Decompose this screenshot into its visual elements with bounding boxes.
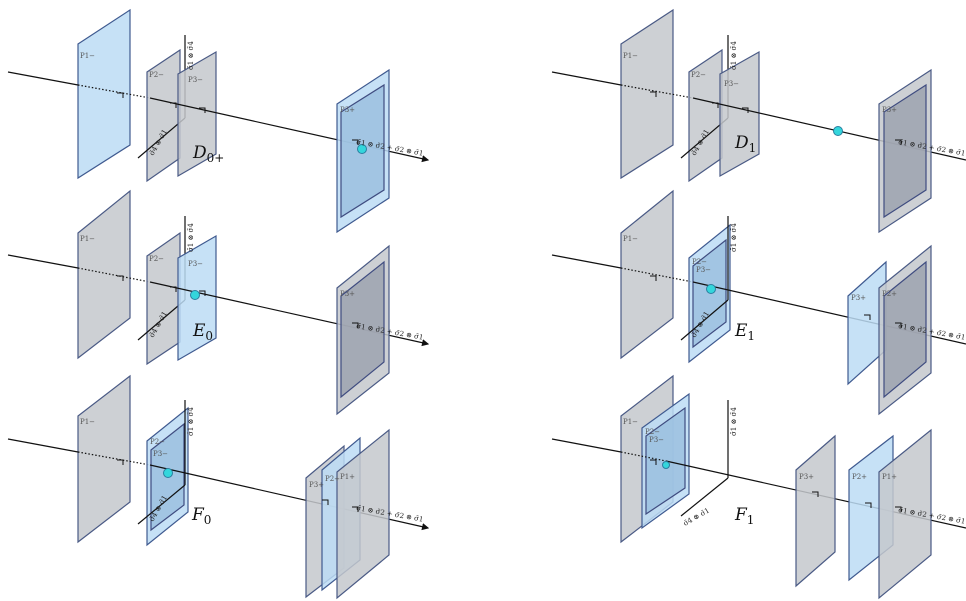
label-p3-minus: P3− [153,450,168,458]
panel-d0: P1− P2− P3− P3+ σ̄4 ⊗ σ̄1 σ̄1 ⊗ σ̄4 σ̄1 … [7,8,430,234]
label-p2-plus: P2+ [852,473,867,481]
label-p1-minus: P1− [80,418,95,426]
particle-dot [190,290,200,300]
panel-d1: P1− P2− P3− P3+ σ̄4 ⊗ σ̄1 σ̄1 ⊗ σ̄4 σ̄1 … [551,8,966,234]
panel-f0: P1− P2− P3− P3+ P2+ P1+ σ̄4 ⊗ σ̄1 σ̄1 ⊗ … [7,374,430,600]
particle-dot [357,144,367,154]
plane-p1-plus [336,428,390,600]
label-p1-minus: P1− [80,235,95,243]
particle-dot [662,461,670,469]
label-p1-plus: P1+ [340,473,355,481]
label-p2-minus: P2− [149,255,164,263]
label-p1-minus: P1− [623,235,638,243]
axis-label-g1g4: σ̄1 ⊗ σ̄4 [730,41,738,70]
label-p3-plus: P3+ [309,481,324,489]
plane-p1-minus [77,189,131,360]
plane-p2-minus [146,48,181,183]
axis-label-g1g4: σ̄1 ⊗ σ̄4 [187,223,195,252]
label-p3-minus: P3− [188,260,203,268]
plane-p1-minus [620,189,674,360]
particle-dot [706,284,716,294]
plane-p2-plus-inner [883,260,927,399]
panel-label-d1: D1 [734,133,756,155]
plane-p3-plus [795,434,836,588]
plane-p3-minus [177,50,217,178]
axis-label-g1g4: σ̄1 ⊗ σ̄4 [730,407,738,436]
axis-label-g1g4: σ̄1 ⊗ σ̄4 [187,41,195,70]
panel-label-d0: D0+ [192,143,224,165]
particle-dot [833,126,843,136]
panel-label-e0: E0 [192,321,213,343]
plane-p1-minus [77,8,131,180]
plane-p1-plus [878,428,932,600]
axis-label-g4g1: σ̄4 ⊗ σ̄1 [682,506,711,527]
panel-label-f1: F1 [734,505,754,527]
label-p2-minus: P2− [692,258,707,266]
panel-label-f0: F0 [191,505,211,527]
axis-label-g1g4: σ̄1 ⊗ σ̄4 [730,223,738,252]
label-p3-plus: P3+ [882,106,897,114]
plane-p1-minus [620,8,674,180]
label-p3-minus: P3− [649,436,664,444]
label-p2-minus: P2− [149,71,164,79]
panel-f1: P1− P2− P3− P3+ P2+ P1+ σ̄4 ⊗ σ̄1 σ̄1 ⊗ … [551,374,966,600]
label-p2-plus: P2+ [882,290,897,298]
label-p3-minus: P3− [696,266,711,274]
plane-p3-minus [719,50,760,178]
label-p1-plus: P1+ [882,473,897,481]
label-p2-minus: P2− [691,71,706,79]
label-p3-plus: P3+ [799,473,814,481]
plane-p2-minus [688,48,723,183]
label-p2-minus: P2− [645,428,660,436]
plane-p1-minus [77,374,131,544]
label-p1-minus: P1− [80,52,95,60]
plane-p3-plus-inner [883,83,927,219]
panel-e1: P1− P2− P3− P3+ P2+ σ̄4 ⊗ σ̄1 σ̄1 ⊗ σ̄4 … [551,189,966,416]
panel-e0: P1− P2− P3− P3+ σ̄4 ⊗ σ̄1 σ̄1 ⊗ σ̄4 σ̄1 … [7,189,430,416]
axis-label-g1g4: σ̄1 ⊗ σ̄4 [187,407,195,436]
label-p1-minus: P1− [623,418,638,426]
label-p3-plus: P3+ [340,290,355,298]
label-p3-plus: P3+ [340,106,355,114]
particle-dot [163,468,173,478]
plane-p3-plus-inner [340,260,385,399]
label-p3-minus: P3− [188,76,203,84]
label-p3-plus: P3+ [851,294,866,302]
panel-label-e1: E1 [734,321,755,343]
label-p3-minus: P3− [724,80,739,88]
plane-p2-minus-inner [645,406,686,516]
label-p2-minus: P2− [150,438,165,446]
plane-p2-minus [146,231,181,366]
label-p1-minus: P1− [623,52,638,60]
label-p2-plus: P2+ [325,475,340,483]
